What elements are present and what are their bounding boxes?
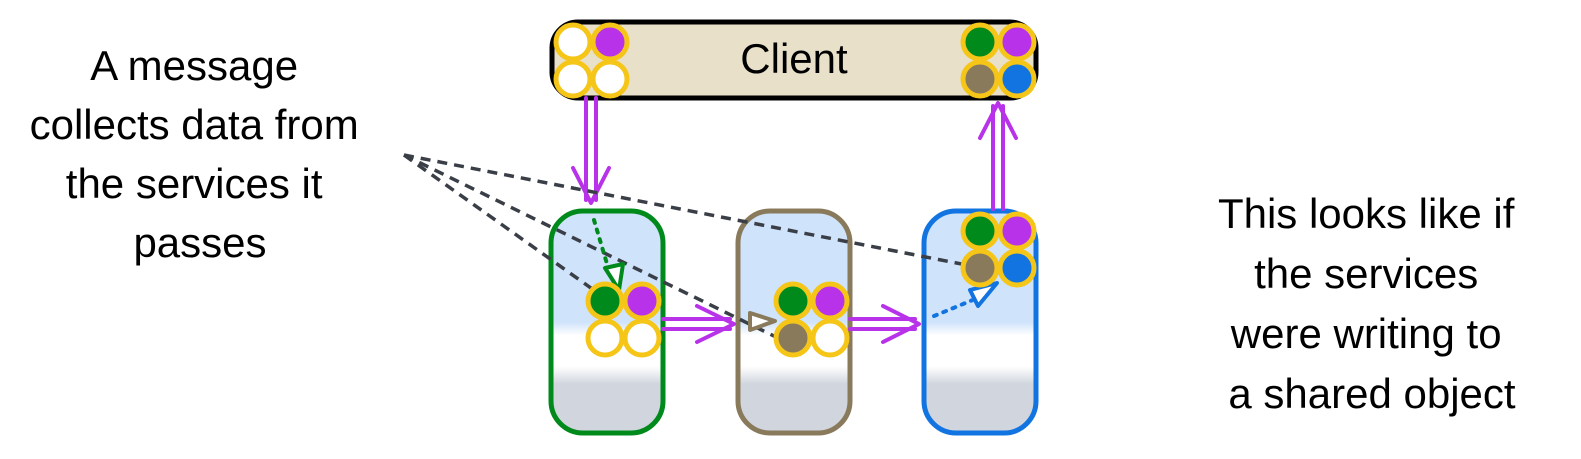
caption-left-line: A message xyxy=(90,42,298,89)
message-client-in xyxy=(960,22,1037,99)
caption-left-line: collects data from xyxy=(30,101,359,148)
taupe-data-token xyxy=(960,59,1000,99)
arrow-client-to-green xyxy=(571,96,611,205)
green-data-token xyxy=(585,281,625,321)
caption-right: This looks like if the services were wri… xyxy=(1218,190,1526,417)
empty-slot-token xyxy=(622,318,662,358)
caption-right-line: a shared object xyxy=(1228,370,1516,417)
message-at-green xyxy=(585,281,662,358)
caption-left: A message collects data from the service… xyxy=(30,42,371,266)
message-at-blue xyxy=(960,211,1037,288)
purple-data-token xyxy=(622,281,662,321)
arrow-blue-to-client xyxy=(978,101,1018,211)
callout-lines xyxy=(402,153,983,340)
arrow-taupe-to-blue xyxy=(848,304,921,344)
blue-data-token xyxy=(997,59,1037,99)
client-label: Client xyxy=(740,35,848,82)
green-data-token xyxy=(773,281,813,321)
purple-data-token xyxy=(997,211,1037,251)
empty-slot-token xyxy=(810,318,850,358)
caption-right-line: the services xyxy=(1254,250,1478,297)
caption-left-line: the services it xyxy=(66,160,323,207)
arrow-green-to-taupe xyxy=(661,304,736,344)
empty-slot-token xyxy=(590,59,630,99)
purple-data-token xyxy=(997,22,1037,62)
taupe-data-token xyxy=(773,318,813,358)
message-client-out xyxy=(553,22,630,99)
purple-data-token xyxy=(810,281,850,321)
green-data-token xyxy=(960,211,1000,251)
empty-slot-token xyxy=(553,22,593,62)
write-arrow-green xyxy=(592,218,625,292)
empty-slot-token xyxy=(585,318,625,358)
empty-slot-token xyxy=(553,59,593,99)
green-data-token xyxy=(960,22,1000,62)
purple-data-token xyxy=(590,22,630,62)
client-box: Client xyxy=(549,19,1039,101)
caption-left-line: passes xyxy=(133,219,266,266)
message-at-taupe xyxy=(773,281,850,358)
caption-right-line: were writing to xyxy=(1230,310,1502,357)
caption-right-line: This looks like if xyxy=(1218,190,1515,237)
taupe-data-token xyxy=(960,248,1000,288)
blue-data-token xyxy=(997,248,1037,288)
write-arrow-taupe xyxy=(748,311,777,332)
